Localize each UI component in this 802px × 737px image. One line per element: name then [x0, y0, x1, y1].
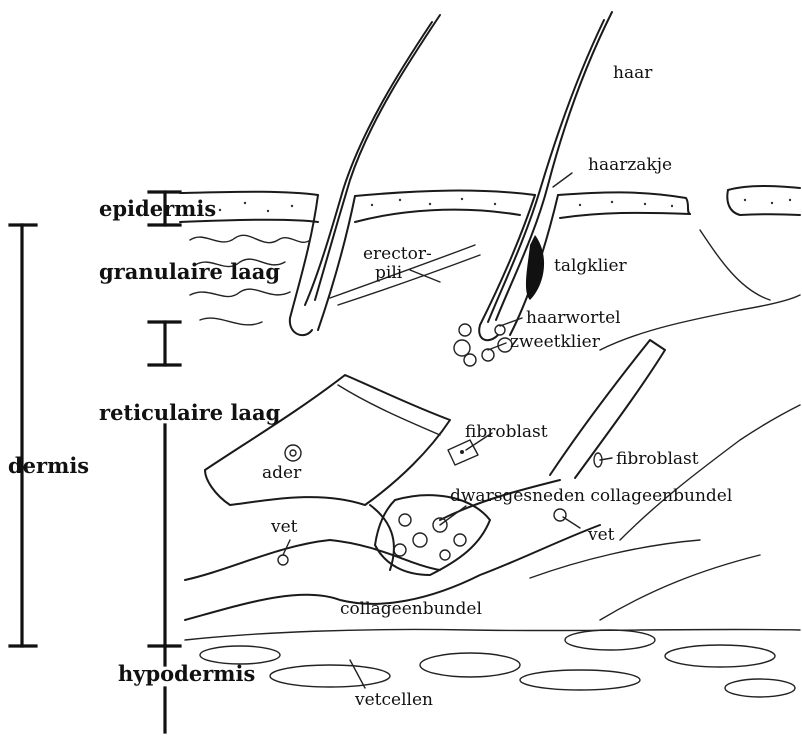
label-fibroblast-right: fibroblast — [616, 449, 699, 469]
label-hypodermis: hypodermis — [118, 661, 255, 686]
epidermis-surface — [180, 186, 800, 222]
label-talgklier: talgklier — [554, 256, 628, 276]
label-fibroblast-center: fibroblast — [465, 422, 548, 442]
hair-left — [290, 15, 440, 335]
vet-right-shape — [554, 509, 566, 521]
label-erector-pili-1: erector- — [363, 244, 432, 264]
label-vet-right: vet — [587, 525, 615, 545]
label-haar: haar — [613, 63, 653, 83]
label-reticulaire-laag: reticulaire laag — [99, 400, 281, 425]
label-haarwortel: haarwortel — [526, 308, 621, 328]
label-collageenbundel: collageenbundel — [340, 599, 482, 619]
vetcellen-shapes — [185, 629, 800, 697]
vet-left-shape — [278, 555, 288, 565]
label-dwarsgesneden-collageenbundel: dwarsgesneden collageenbundel — [450, 486, 732, 506]
label-haarzakje: haarzakje — [588, 155, 672, 175]
dwarsgesneden-collageen — [394, 514, 466, 560]
label-ader: ader — [262, 463, 302, 483]
label-dermis: dermis — [8, 453, 89, 478]
label-vet-left: vet — [270, 517, 298, 537]
label-epidermis: epidermis — [99, 196, 216, 221]
label-erector-pili-2: pili — [375, 263, 403, 283]
hair-right — [479, 12, 612, 340]
zweetklier-cluster — [454, 324, 512, 366]
label-zweetklier: zweetklier — [510, 332, 601, 352]
ader-shape — [285, 445, 301, 461]
label-vetcellen: vetcellen — [354, 690, 433, 710]
label-granulaire-laag: granulaire laag — [99, 259, 280, 284]
